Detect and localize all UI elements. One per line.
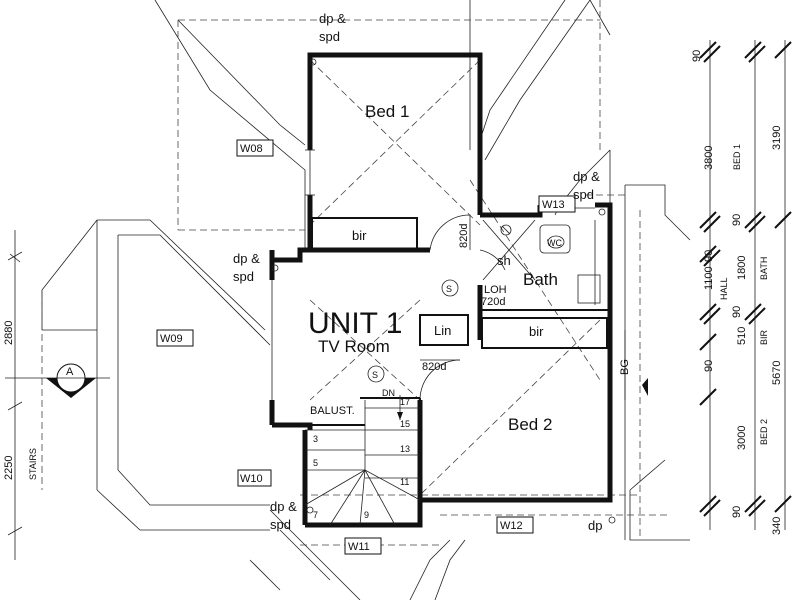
dim-bath: BATH — [759, 257, 769, 280]
room-wc: WC — [547, 238, 562, 248]
dim-90-top: 90 — [691, 50, 703, 62]
dim-hall: HALL — [719, 277, 729, 300]
bg-label: BG — [619, 359, 631, 375]
step-15: 15 — [400, 419, 410, 429]
room-bir1: bir — [352, 228, 367, 243]
dim-bed2: BED 2 — [759, 419, 769, 445]
window-w08: W08 — [240, 143, 263, 155]
window-w10: W10 — [240, 473, 263, 485]
left-dimensions: 2880 2250 STAIRS — [3, 230, 38, 560]
dp-spd-1a: dp & — [319, 11, 346, 26]
section-marker: A 13 — [5, 363, 110, 398]
dim-90-d: 90 — [703, 360, 715, 372]
dim-5670: 5670 — [771, 361, 783, 385]
section-letter: A — [66, 366, 74, 378]
step-5: 5 — [313, 458, 318, 468]
room-bath: Bath — [523, 270, 558, 289]
dp-spd-4b: spd — [270, 517, 291, 532]
room-bed2: Bed 2 — [508, 415, 552, 434]
stair-labels: BALUST. DN 17 15 13 11 9 7 5 3 — [310, 388, 410, 520]
step-17: 17 — [400, 397, 410, 407]
step-9: 9 — [364, 510, 369, 520]
dim-stairs: STAIRS — [28, 448, 38, 480]
room-tv: TV Room — [318, 337, 390, 356]
staircase — [304, 395, 421, 526]
svg-text:S: S — [372, 370, 378, 380]
dp-label: dp — [588, 518, 602, 533]
smoke-detector-icon — [441, 279, 459, 297]
room-sh: sh — [497, 253, 511, 268]
dim-bed1: BED 1 — [732, 144, 742, 170]
dp-spd-2a: dp & — [233, 251, 260, 266]
step-11: 11 — [400, 477, 409, 487]
dp-spd-3b: spd — [573, 187, 594, 202]
dim-510: 510 — [736, 327, 748, 345]
bath-fixtures — [482, 219, 601, 305]
room-unit: UNIT 1 — [308, 307, 402, 340]
dim-90-e: 90 — [731, 506, 743, 518]
loh-line1: LOH — [484, 284, 507, 296]
dim-2250: 2250 — [3, 456, 15, 480]
balust-label: BALUST. — [310, 405, 355, 417]
dim-90-hall: 90 — [703, 250, 715, 262]
window-labels: W08 W09 W10 W11 W12 W13 — [156, 139, 576, 555]
smoke-detectors: S S — [367, 279, 459, 383]
dp-spd-1b: spd — [319, 29, 340, 44]
door-labels: 820d 820d — [422, 224, 470, 373]
dim-2880: 2880 — [3, 321, 15, 345]
dp-spd-2b: spd — [233, 269, 254, 284]
step-3: 3 — [313, 434, 318, 444]
door-820d-1: 820d — [458, 224, 470, 248]
step-13: 13 — [400, 444, 410, 454]
door-swings — [419, 214, 506, 401]
room-bir2: bir — [529, 324, 544, 339]
room-labels: Bed 1 bir UNIT 1 TV Room Bath sh WC Lin … — [308, 102, 562, 434]
room-lin: Lin — [434, 323, 451, 338]
window-w12: W12 — [500, 520, 523, 532]
dim-340: 340 — [771, 517, 783, 535]
step-7: 7 — [313, 510, 318, 520]
loh-line2: 720d — [481, 296, 505, 308]
svg-text:S: S — [446, 284, 452, 294]
downpipe-labels: dp & spd dp & spd dp & spd dp & spd dp — [233, 11, 616, 533]
dp-spd-3a: dp & — [573, 169, 600, 184]
window-w11: W11 — [348, 541, 370, 553]
room-bed1: Bed 1 — [365, 102, 409, 121]
dim-1800: 1800 — [736, 256, 748, 280]
dim-3000: 3000 — [736, 426, 748, 450]
dim-3190: 3190 — [771, 126, 783, 150]
window-w09: W09 — [160, 333, 183, 345]
smoke-detector-icon — [367, 365, 385, 383]
dim-3800: 3800 — [703, 146, 715, 170]
dashed-overhangs — [41, 0, 670, 546]
section-number: 13 — [64, 381, 76, 393]
dim-90-b: 90 — [731, 214, 743, 226]
dn-label: DN — [382, 388, 395, 398]
window-w13: W13 — [542, 199, 565, 211]
door-820d-2: 820d — [422, 361, 446, 373]
dim-1100: 1100 — [703, 266, 715, 290]
dp-spd-4a: dp & — [270, 499, 297, 514]
bg-marker: BG — [619, 330, 648, 400]
dim-90-c: 90 — [731, 306, 743, 318]
right-dimensions: 90 3800 BED 1 90 1100 HALL 90 1800 BATH … — [691, 40, 792, 535]
dim-bir: BIR — [759, 329, 769, 345]
walls — [269, 52, 613, 528]
